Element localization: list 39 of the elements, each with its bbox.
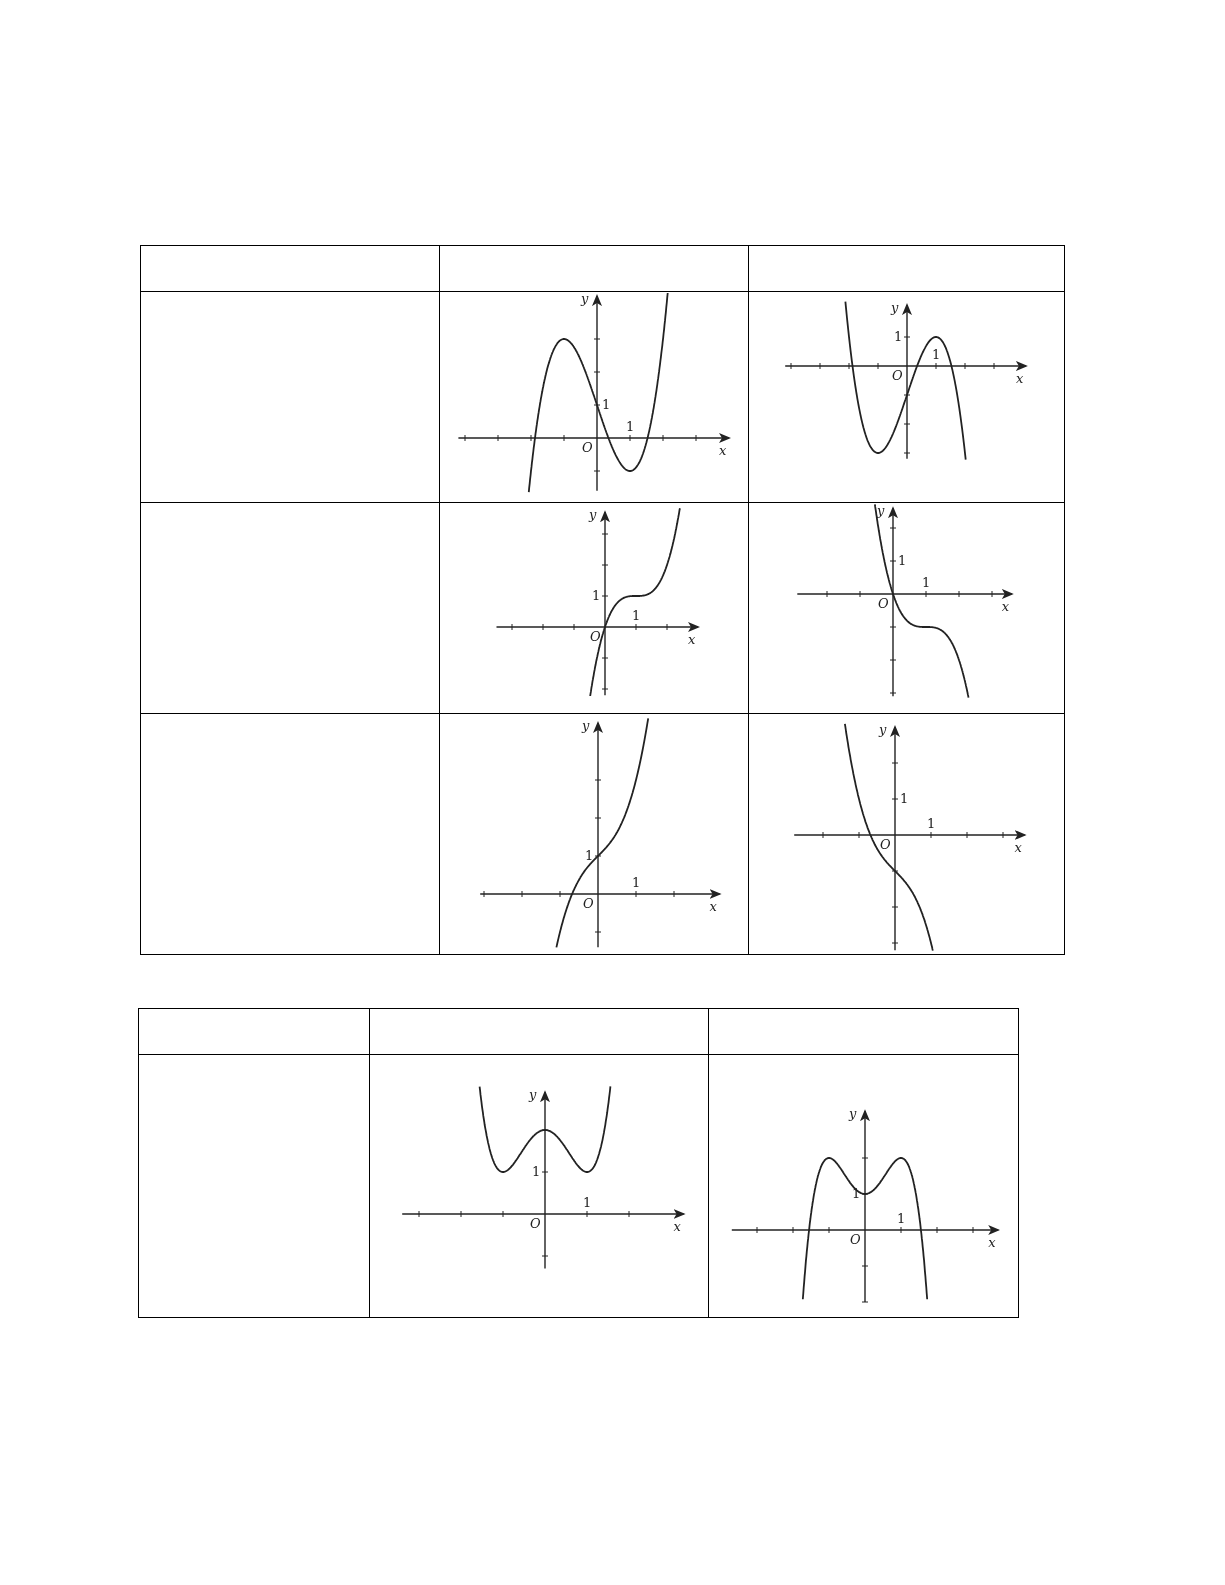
axis-label: x — [1015, 372, 1024, 386]
axis-label: x — [1001, 600, 1010, 614]
axis-label: y — [581, 292, 589, 307]
origin-label: O — [850, 1233, 861, 1247]
tick-label: 1 — [897, 1212, 906, 1226]
axis-label: x — [988, 1236, 996, 1250]
axis-label: x — [673, 1220, 681, 1234]
axis-label: x — [719, 444, 727, 458]
tick-label: 1 — [583, 1196, 592, 1210]
tick-label: 1 — [632, 609, 641, 623]
axis-label: y — [589, 508, 597, 523]
tick-label: 1 — [626, 420, 635, 434]
axis-label: y — [582, 719, 590, 733]
tick-label: 1 — [894, 330, 903, 344]
axis-label: y — [849, 1107, 857, 1122]
tick-label: 1 — [592, 589, 601, 603]
origin-label: O — [583, 897, 594, 911]
axis-label: y — [879, 723, 887, 737]
axis-label: x — [1014, 841, 1022, 855]
origin-label: O — [582, 441, 593, 455]
tick-label: 1 — [932, 348, 941, 362]
origin-label: O — [530, 1217, 541, 1231]
tick-label: 1 — [900, 792, 909, 806]
axis-label: y — [891, 301, 899, 316]
tick-label: 1 — [632, 876, 641, 890]
tick-label: 1 — [532, 1165, 541, 1179]
axis-label: y — [529, 1088, 537, 1103]
origin-label: O — [880, 838, 891, 852]
axis-label: y — [877, 504, 885, 519]
tick-label: 1 — [898, 554, 907, 568]
origin-label: O — [590, 630, 601, 644]
tick-label: 1 — [922, 576, 931, 590]
axis-label: x — [709, 900, 717, 914]
tick-label: 1 — [602, 398, 611, 412]
tick-label: 1 — [927, 817, 936, 831]
origin-label: O — [878, 597, 889, 611]
tick-label: 1 — [585, 849, 594, 863]
origin-label: O — [892, 369, 903, 383]
axis-label: x — [688, 633, 696, 647]
